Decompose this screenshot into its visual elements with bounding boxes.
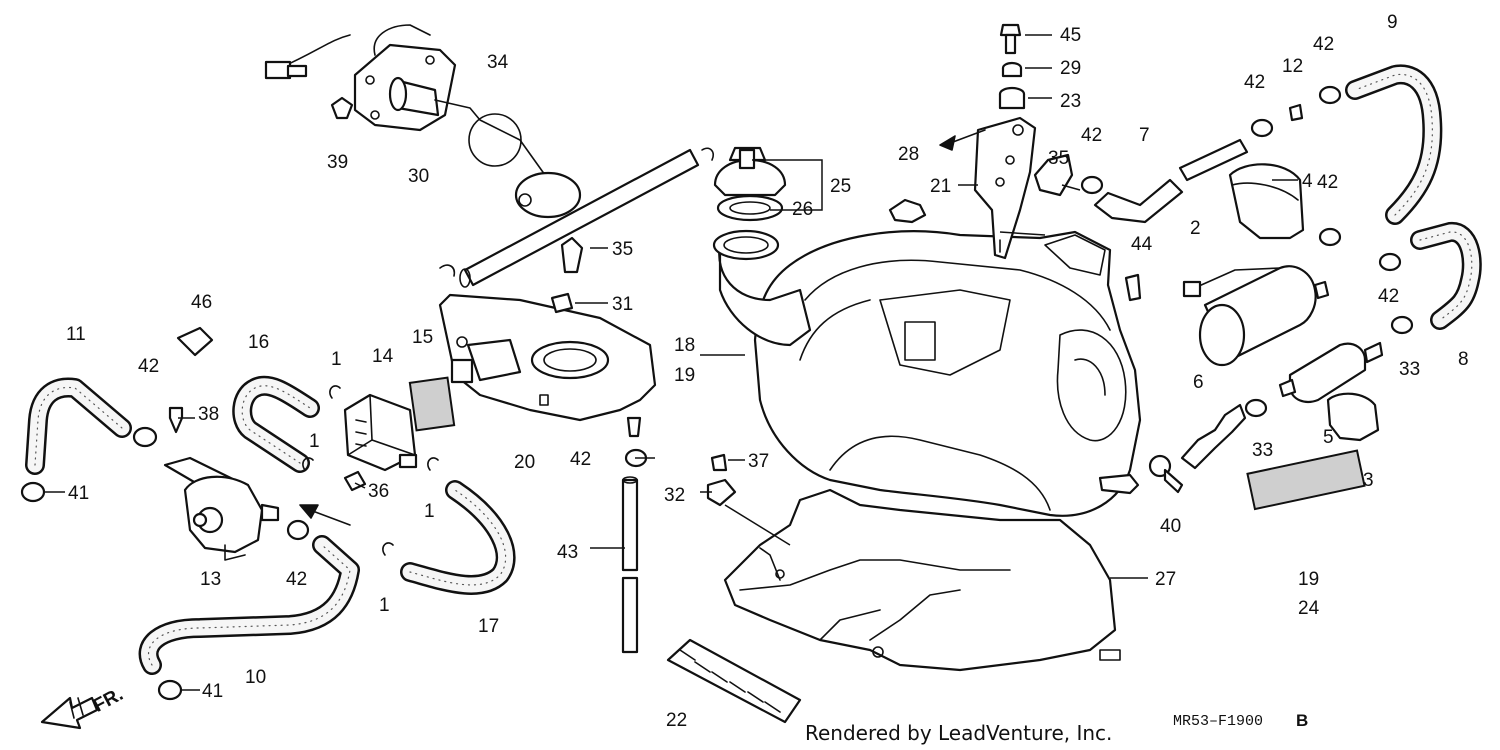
label-21: 21	[930, 176, 951, 197]
bolt-stack	[998, 23, 1026, 110]
label-13: 13	[200, 569, 221, 590]
label-42g: 42	[1317, 172, 1338, 193]
label-8: 8	[1458, 349, 1469, 370]
label-42a: 42	[138, 356, 159, 377]
label-18: 18	[674, 335, 695, 356]
label-1b: 1	[309, 431, 320, 452]
diagram-code: MR53–F1900	[1173, 713, 1263, 730]
label-19a: 19	[674, 365, 695, 386]
label-14: 14	[372, 346, 394, 367]
label-39: 39	[327, 152, 348, 173]
label-41a: 41	[68, 483, 89, 504]
label-9: 9	[1387, 12, 1398, 33]
filter-hose	[1180, 403, 1247, 470]
label-42f: 42	[1313, 34, 1334, 55]
fuel-pump	[1182, 265, 1330, 367]
label-30: 30	[408, 166, 429, 187]
label-42b: 42	[286, 569, 307, 590]
leader-lines	[45, 34, 1298, 691]
filter-clamp	[1326, 392, 1380, 442]
fuel-tank	[712, 229, 1142, 517]
label-36: 36	[368, 481, 389, 502]
label-11: 11	[66, 324, 86, 345]
fuel-filter	[1278, 341, 1384, 404]
label-42d: 42	[1081, 125, 1102, 146]
control-module	[343, 393, 418, 472]
front-direction-arrow: FR.	[40, 684, 127, 730]
pump-clamp	[1228, 163, 1305, 240]
fuel-valve	[163, 456, 280, 561]
label-26: 26	[792, 199, 813, 220]
label-10: 10	[245, 667, 266, 688]
label-31: 31	[612, 294, 633, 315]
right-hoses	[1345, 64, 1482, 330]
label-42h: 42	[1378, 286, 1399, 307]
label-41b: 41	[202, 681, 223, 702]
label-33a: 33	[1399, 359, 1420, 380]
label-23: 23	[1060, 91, 1081, 112]
label-42c: 42	[570, 449, 591, 470]
mounting-bracket	[973, 116, 1037, 260]
fuel-hose-short	[1093, 138, 1249, 224]
label-2: 2	[1190, 218, 1201, 239]
label-35a: 35	[1048, 148, 1069, 169]
left-hoses	[25, 375, 639, 675]
label-1d: 1	[379, 595, 390, 616]
label-27: 27	[1155, 569, 1176, 590]
label-4: 4	[1302, 171, 1313, 192]
label-17: 17	[478, 616, 499, 637]
label-20: 20	[514, 452, 535, 473]
tank-under-cover	[723, 488, 1121, 672]
foam-strip	[1246, 449, 1366, 511]
label-22: 22	[666, 710, 687, 731]
label-15: 15	[412, 327, 433, 348]
evap-canister-bracket	[438, 293, 657, 438]
label-43: 43	[557, 542, 578, 563]
label-44: 44	[1131, 234, 1153, 255]
filler-cap	[713, 146, 787, 222]
label-7: 7	[1139, 125, 1150, 146]
label-1a: 1	[331, 349, 342, 370]
label-35b: 35	[612, 239, 633, 260]
label-25: 25	[830, 176, 851, 197]
label-37: 37	[748, 451, 769, 472]
breather-hose	[439, 147, 715, 288]
label-1c: 1	[424, 501, 435, 522]
label-40: 40	[1160, 516, 1181, 537]
fuel-level-sender	[264, 24, 582, 219]
label-33b: 33	[1252, 440, 1273, 461]
label-24: 24	[1298, 598, 1320, 619]
label-32: 32	[664, 485, 685, 506]
tank-fitting	[1148, 454, 1184, 494]
label-3: 3	[1363, 470, 1374, 491]
label-45: 45	[1060, 25, 1081, 46]
label-38: 38	[198, 404, 219, 425]
label-28: 28	[898, 144, 919, 165]
label-6: 6	[1193, 372, 1204, 393]
label-42e: 42	[1244, 72, 1265, 93]
label-34: 34	[487, 52, 509, 73]
rubber-grommet-strip	[666, 638, 802, 724]
diagram-code-suffix: B	[1296, 711, 1308, 730]
label-46: 46	[191, 292, 212, 313]
clip	[888, 198, 927, 224]
callout-labels: 1 1 1 1 2 3 4 5 6 7 8 9 10 11 12 13 14 1…	[66, 12, 1469, 731]
label-19b: 19	[1298, 569, 1319, 590]
label-29: 29	[1060, 58, 1081, 79]
label-12: 12	[1282, 56, 1303, 77]
label-5: 5	[1323, 427, 1334, 448]
label-16: 16	[248, 332, 269, 353]
rubber-pad	[408, 376, 456, 432]
render-credit: Rendered by LeadVenture, Inc.	[805, 721, 1112, 745]
